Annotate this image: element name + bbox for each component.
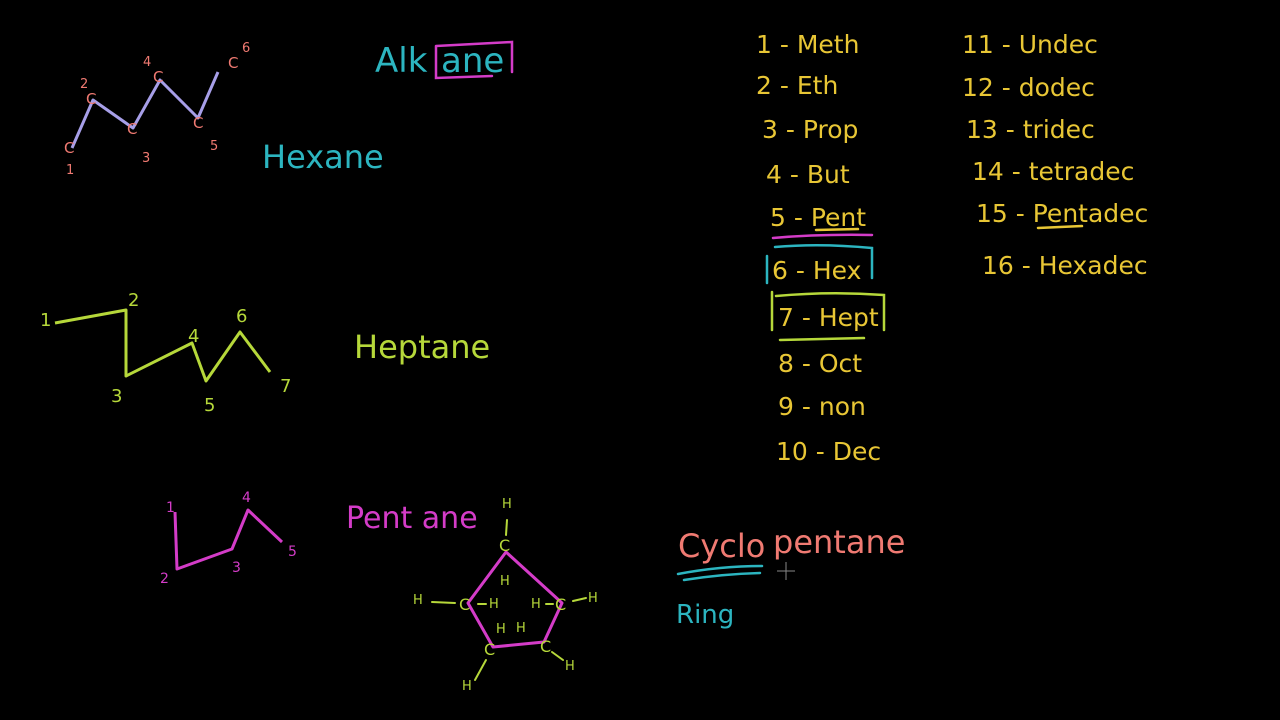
prefix-14: 14 - tetradec	[972, 157, 1134, 186]
ring-h-4: H	[489, 597, 499, 612]
ring-carbon-right: C	[555, 595, 566, 614]
prefix-12: 12 - dodec	[962, 73, 1095, 102]
prefix-10: 10 - Dec	[776, 437, 881, 466]
heptane-num-5: 5	[204, 395, 215, 416]
cyclo-underline	[676, 564, 764, 582]
ring-h-6: H	[588, 591, 598, 606]
hexane-num-3: 3	[142, 151, 150, 166]
hexane-carbon-6: C	[228, 54, 238, 72]
pentane-chain	[173, 508, 284, 571]
hexane-label: Hexane	[262, 138, 384, 176]
ring-h-8: H	[516, 621, 526, 636]
heptane-num-1: 1	[40, 310, 51, 331]
prefix-8: 8 - Oct	[778, 349, 862, 378]
hexane-carbon-5: C	[193, 114, 203, 132]
heptane-num-4: 4	[188, 326, 199, 347]
ring-h-2: H	[500, 574, 510, 589]
hexane-num-1: 1	[66, 163, 74, 178]
prefix-11: 11 - Undec	[962, 30, 1098, 59]
cyclo-prefix: Cyclo	[678, 527, 765, 565]
pentane-num-2: 2	[160, 571, 169, 587]
cyclopentane-heading: Cyclo pentane Ring	[676, 523, 905, 630]
ring-bonds	[466, 550, 564, 649]
ring-h-5: H	[531, 597, 541, 612]
ring-h-3: H	[413, 593, 423, 608]
hept-box	[770, 290, 886, 342]
pentane-num-1: 1	[166, 500, 175, 516]
alkane-suffix: ane	[441, 41, 504, 81]
hexane-structure: C C C C C C 1 2 3 4 5 6 Hexane	[64, 41, 384, 178]
pent-underline-magenta	[771, 233, 874, 240]
heptane-num-3: 3	[111, 386, 122, 407]
hexane-carbon-4: C	[153, 68, 163, 86]
hexane-num-4: 4	[143, 55, 151, 70]
hexane-carbon-2: C	[86, 90, 96, 108]
prefix-7: 7 - Hept	[778, 303, 879, 332]
ring-carbon-bottom-left: C	[484, 640, 495, 659]
prefix-4: 4 - But	[766, 160, 850, 189]
alkane-heading: Alk ane	[375, 40, 514, 81]
ring-h-1: H	[502, 497, 512, 512]
pentane-structure: 1 2 3 4 5 Pent ane	[160, 490, 478, 587]
prefix-6: 6 - Hex	[772, 256, 861, 285]
heptane-num-2: 2	[128, 290, 139, 311]
cursor-crosshair-icon	[777, 562, 795, 580]
hex-box	[765, 243, 874, 285]
heptane-num-6: 6	[236, 306, 247, 327]
heptane-chain	[54, 308, 272, 383]
prefix-list-right: 11 - Undec 12 - dodec 13 - tridec 14 - t…	[962, 30, 1148, 280]
prefix-13: 13 - tridec	[966, 115, 1095, 144]
hexane-carbon-3: C	[127, 120, 137, 138]
prefix-9: 9 - non	[778, 392, 866, 421]
prefix-15: 15 - Pentadec	[976, 199, 1148, 228]
hexane-num-6: 6	[242, 41, 250, 56]
alkane-suffix-box	[434, 40, 514, 80]
heptane-label: Heptane	[354, 328, 490, 366]
pent-underline-yellow	[814, 227, 860, 232]
ring-h-9: H	[462, 679, 472, 694]
heptane-num-7: 7	[280, 376, 291, 397]
prefix-3: 3 - Prop	[762, 115, 858, 144]
heptane-structure: 1 2 3 4 5 6 7 Heptane	[40, 290, 490, 416]
prefix-list-left: 1 - Meth 2 - Eth 3 - Prop 4 - But 5 - Pe…	[756, 30, 881, 466]
pentane-num-5: 5	[288, 544, 297, 560]
ring-carbon-left: C	[459, 595, 470, 614]
prefix-2: 2 - Eth	[756, 71, 838, 100]
prefix-16: 16 - Hexadec	[982, 251, 1148, 280]
ring-h-7: H	[496, 622, 506, 637]
hexane-num-2: 2	[80, 77, 88, 92]
hexane-num-5: 5	[210, 139, 218, 154]
pentane-label: Pent ane	[346, 501, 478, 536]
pentane-num-4: 4	[242, 490, 251, 506]
cyclopentane-ring: C C C C C H H H H H H H H H H	[413, 497, 598, 694]
alkane-prefix: Alk	[375, 41, 428, 81]
prefix-highlights	[765, 227, 886, 342]
pentadec-underline	[1036, 224, 1084, 230]
prefix-1: 1 - Meth	[756, 30, 859, 59]
prefix-5: 5 - Pent	[770, 203, 866, 232]
cyclo-pentane: pentane	[773, 523, 905, 561]
hexane-carbon-1: C	[64, 139, 74, 157]
hexane-chain	[70, 71, 220, 149]
ring-h-10: H	[565, 659, 575, 674]
ring-carbon-top: C	[499, 536, 510, 555]
ring-label: Ring	[676, 600, 734, 630]
ring-carbon-bottom-right: C	[540, 637, 551, 656]
pentane-num-3: 3	[232, 560, 241, 576]
